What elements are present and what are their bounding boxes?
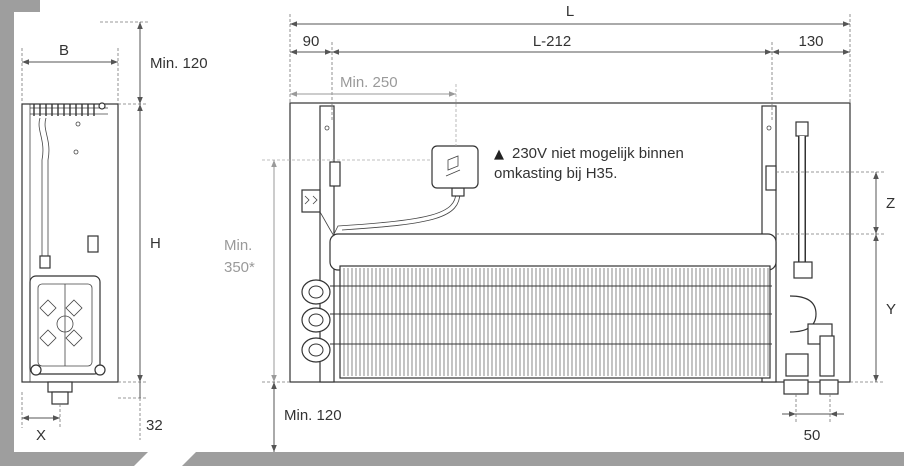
side-view-dimensions xyxy=(21,21,148,440)
dim-label-min-250: Min. 250 xyxy=(340,74,398,91)
dim-label-130: 130 xyxy=(798,33,823,50)
front-floor xyxy=(182,452,904,466)
warning-text-line2: omkasting bij H35. xyxy=(494,165,617,182)
dim-label-min-350-line1: Min. xyxy=(224,237,252,254)
dim-label-Y: Y xyxy=(886,301,896,318)
side-view-unit xyxy=(21,102,119,405)
dim-label-min-350-line2: 350* xyxy=(224,259,255,276)
warning-icon: ▲ xyxy=(494,147,504,162)
dim-label-90: 90 xyxy=(303,33,320,50)
dim-label-Z: Z xyxy=(886,195,895,212)
dim-label-min-top: Min. 120 xyxy=(150,55,208,72)
dim-label-50: 50 xyxy=(804,427,821,444)
warning-text-line1: 230V niet mogelijk binnen xyxy=(512,145,684,162)
dim-label-L: L xyxy=(566,3,574,20)
front-view-unit xyxy=(289,102,851,395)
dim-label-B: B xyxy=(59,42,69,59)
dim-label-L-212: L-212 xyxy=(533,33,571,50)
front-view-dimensions xyxy=(262,14,884,452)
dim-label-min-bottom: Min. 120 xyxy=(284,407,342,424)
dim-label-X: X xyxy=(36,427,46,444)
coil-fins xyxy=(330,265,772,379)
dim-label-32: 32 xyxy=(146,417,163,434)
dim-label-H: H xyxy=(150,235,161,252)
